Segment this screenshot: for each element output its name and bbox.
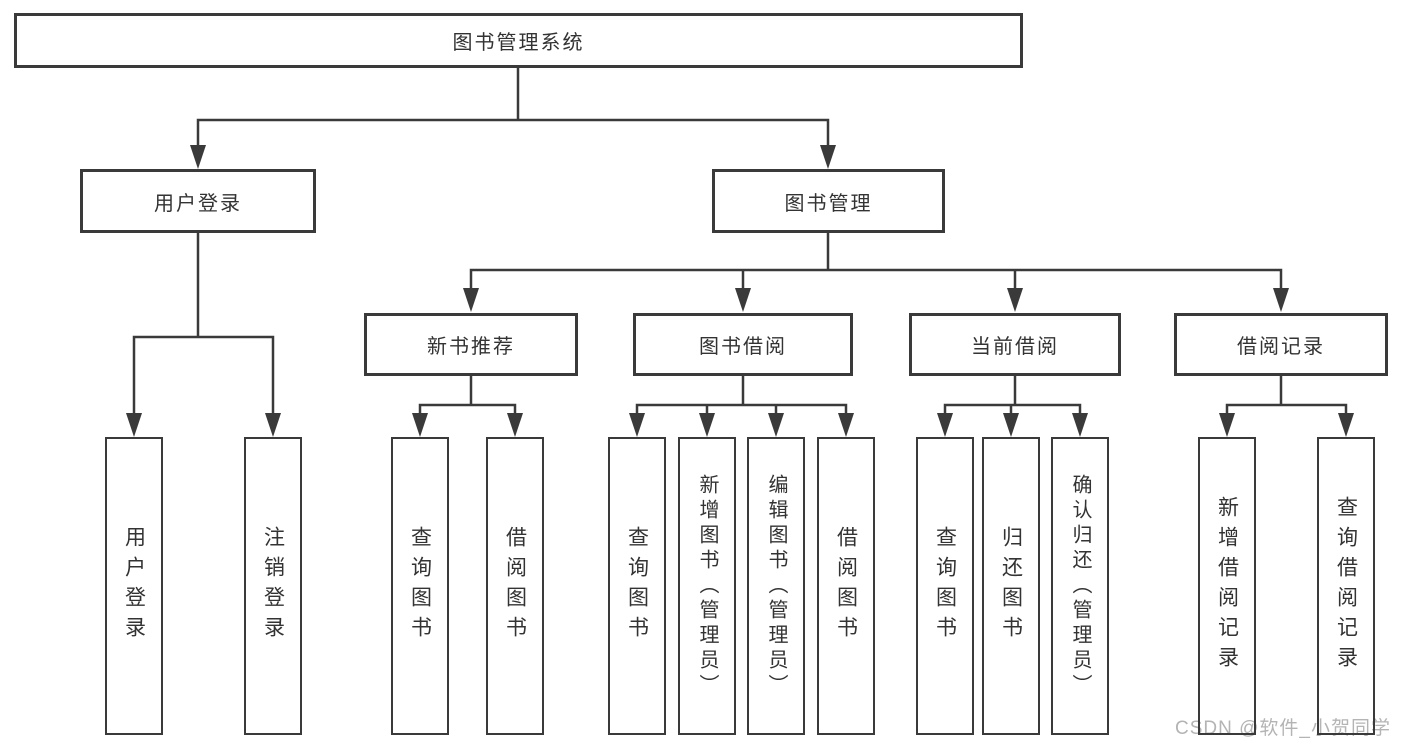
node-label: 新增借阅记录 [1215, 496, 1239, 676]
connector-current-borrow-children [937, 376, 1088, 437]
leaf-borrow-edit-books-admin: 编辑图书（管理员） [747, 437, 805, 735]
node-label: 查询图书 [625, 526, 649, 646]
leaf-recommend-query-books: 查询图书 [391, 437, 449, 735]
leaf-logout: 注销登录 [244, 437, 302, 735]
node-label: 归还图书 [999, 526, 1023, 646]
node-new-book-recommend: 新书推荐 [364, 313, 578, 376]
node-label: 新增图书（管理员） [696, 473, 718, 699]
node-book-borrow: 图书借阅 [633, 313, 853, 376]
leaf-borrow-query-books: 查询图书 [608, 437, 666, 735]
node-label: 借阅图书 [503, 526, 527, 646]
node-label: 图书借阅 [699, 336, 787, 358]
leaf-current-return-books: 归还图书 [982, 437, 1040, 735]
node-book-management: 图书管理 [712, 169, 945, 233]
node-user-login: 用户登录 [80, 169, 316, 233]
connector-new-book-recommend-children [412, 376, 523, 437]
node-label: 注销登录 [261, 526, 285, 646]
leaf-records-add-record: 新增借阅记录 [1198, 437, 1256, 735]
node-label: 图书管理 [784, 192, 873, 215]
node-label: 编辑图书（管理员） [765, 473, 787, 699]
connector-root-to-level1 [190, 68, 836, 169]
leaf-current-query-books: 查询图书 [916, 437, 974, 735]
leaf-user-login: 用户登录 [105, 437, 163, 735]
node-borrow-records: 借阅记录 [1174, 313, 1388, 376]
node-label: 查询图书 [933, 526, 957, 646]
node-label: 确认归还（管理员） [1069, 473, 1091, 699]
connector-book-management-children [463, 233, 1289, 312]
node-label: 图书管理系统 [452, 32, 585, 54]
leaf-borrow-borrow-books: 借阅图书 [817, 437, 875, 735]
node-label: 查询借阅记录 [1334, 496, 1358, 676]
node-root-system: 图书管理系统 [14, 13, 1023, 68]
csdn-watermark: CSDN @软件_小贺同学 [1175, 718, 1391, 739]
connector-book-borrow-children [629, 376, 854, 437]
leaf-records-query-record: 查询借阅记录 [1317, 437, 1375, 735]
node-label: 用户登录 [154, 192, 242, 215]
node-current-borrow: 当前借阅 [909, 313, 1121, 376]
connector-borrow-records-children [1219, 376, 1354, 437]
node-label: 当前借阅 [971, 336, 1059, 358]
node-label: 借阅图书 [834, 526, 858, 646]
connector-user-login-children [126, 233, 281, 437]
node-label: 新书推荐 [427, 336, 515, 358]
leaf-borrow-add-books-admin: 新增图书（管理员） [678, 437, 736, 735]
node-label: 借阅记录 [1237, 336, 1325, 358]
leaf-recommend-borrow-books: 借阅图书 [486, 437, 544, 735]
node-label: 用户登录 [122, 526, 146, 646]
node-label: 查询图书 [408, 526, 432, 646]
leaf-current-confirm-return-admin: 确认归还（管理员） [1051, 437, 1109, 735]
